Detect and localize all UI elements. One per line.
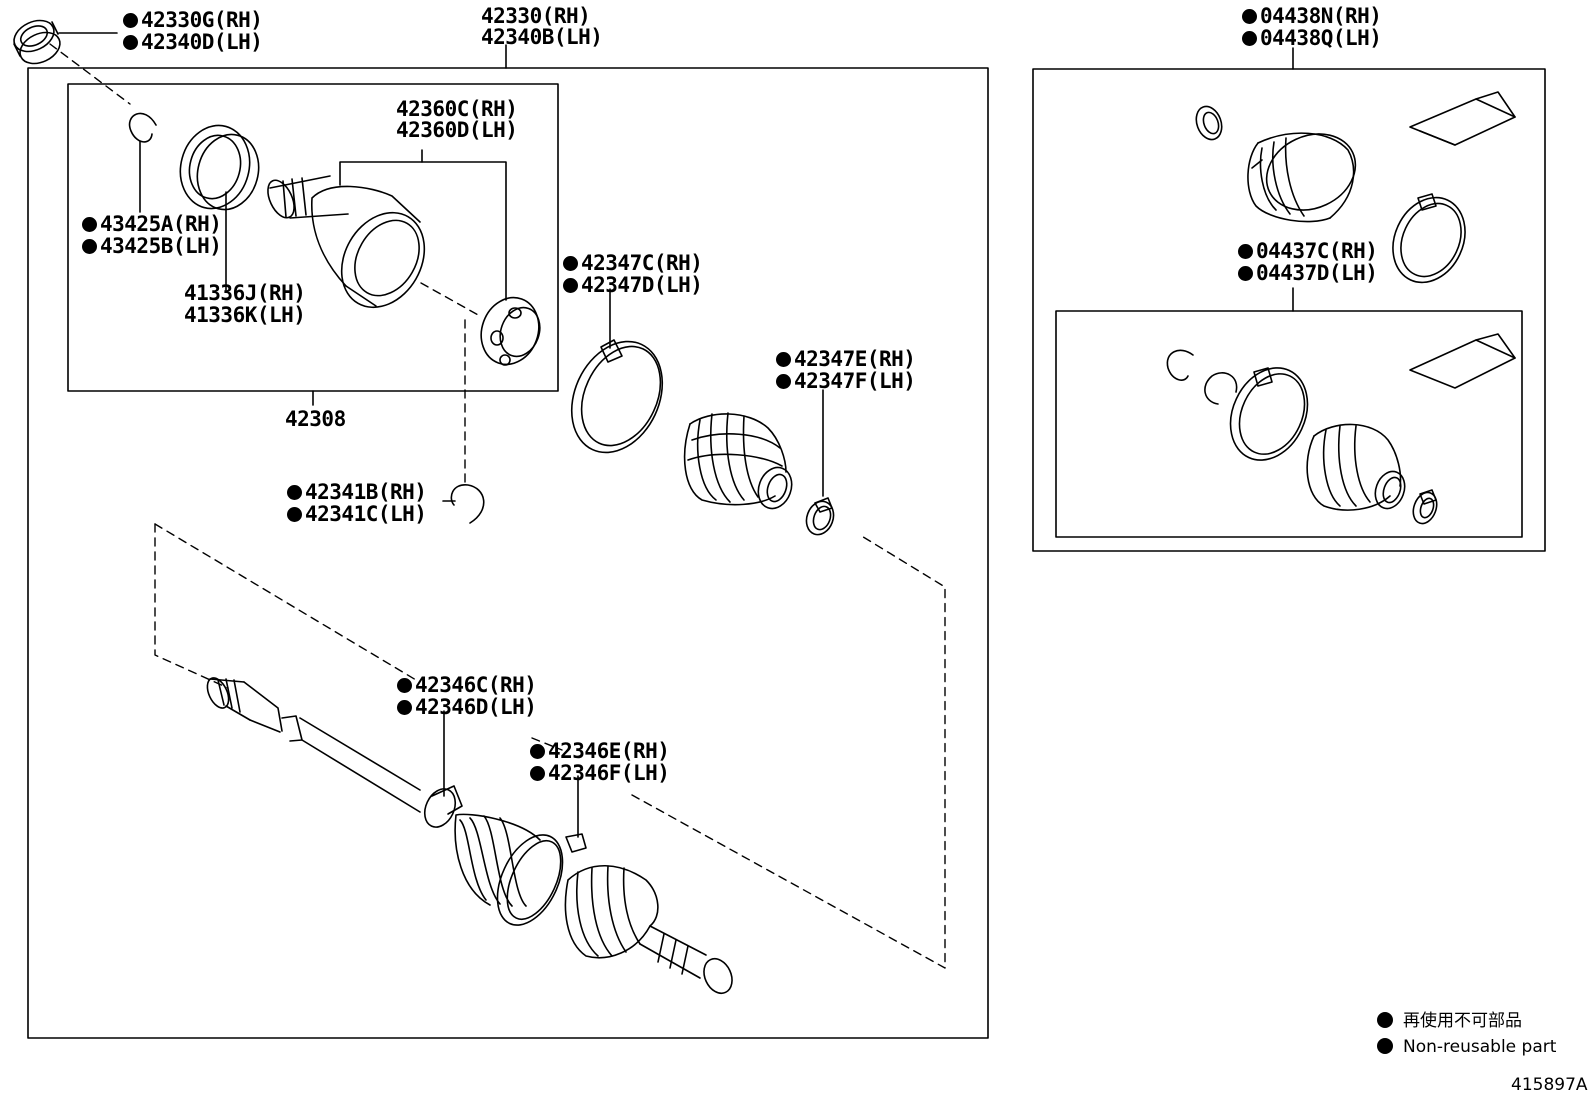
non-reusable-dot-icon [123,13,138,28]
part-label: 42340D(LH) [123,32,263,53]
part-label: 43425B(LH) [82,236,222,257]
part-label: 42360C(RH) [396,97,518,121]
part-label: 04438Q(LH) [1242,28,1382,49]
part-label: 41336J(RH) [184,281,306,305]
inner-kit-snap-ring-icon [1167,350,1193,380]
non-reusable-dot-icon [563,278,578,293]
part-label: 42330(RH) [481,4,591,28]
part-label: 42308 [285,407,346,431]
inner-kit-clamp-icon [1216,355,1322,472]
part-label: 42346D(LH) [397,697,537,718]
inner-kit-circlip-icon [1205,373,1237,404]
part-label: 42346C(RH) [397,675,537,696]
part-label: 42340B(LH) [481,25,603,49]
non-reusable-dot-icon [1238,244,1253,259]
non-reusable-dot-icon [530,744,545,759]
part-label: 42347D(LH) [563,275,703,296]
tripod-joint-icon [472,289,548,372]
main-assembly-frame [28,68,988,1038]
non-reusable-dot-icon [1242,9,1257,24]
legend-japanese: 再使用不可部品 [1377,1012,1522,1030]
drive-shaft-assembly-icon [203,675,737,998]
non-reusable-dot-icon [123,35,138,50]
non-reusable-dot-icon [397,678,412,693]
part-label: 42330G(RH) [123,10,263,31]
non-reusable-dot-icon [397,700,412,715]
kit-small-clamp-icon [1192,103,1226,143]
grease-packet-icon [1410,92,1515,145]
inner-kit-boot-icon [1307,424,1410,512]
non-reusable-dot-icon [1377,1012,1393,1028]
oil-seal-icon [171,118,267,217]
inner-kit-small-clamp-icon [1409,489,1441,527]
part-label: 04437D(LH) [1238,263,1378,284]
non-reusable-dot-icon [82,217,97,232]
outboard-boot-icon [685,413,798,513]
part-label: 42341B(RH) [287,482,427,503]
dust-cover-icon [9,14,65,69]
non-reusable-dot-icon [82,239,97,254]
non-reusable-dot-icon [563,256,578,271]
shaft-snap-ring-icon [451,485,483,523]
part-label: 04438N(RH) [1242,6,1382,27]
boot-kit-frame [1033,69,1545,551]
non-reusable-dot-icon [776,352,791,367]
inboard-joint-icon [263,176,441,322]
part-label: 41336K(LH) [184,303,306,327]
part-label: 43425A(RH) [82,214,222,235]
part-label: 42346F(LH) [530,763,670,784]
boot-clamp-icon [554,327,679,468]
non-reusable-dot-icon [530,766,545,781]
non-reusable-dot-icon [1238,266,1253,281]
non-reusable-dot-icon [1242,31,1257,46]
non-reusable-dot-icon [1377,1038,1393,1054]
legend-english: Non-reusable part [1377,1038,1556,1056]
part-label: 42346E(RH) [530,741,670,762]
inner-boot-kit-frame [1056,311,1522,537]
part-label: 42360D(LH) [396,118,518,142]
part-label: 42347F(LH) [776,371,916,392]
kit-large-clamp-icon [1380,186,1479,294]
small-clamp-icon [802,498,838,539]
snap-ring-icon [130,113,156,141]
non-reusable-dot-icon [287,507,302,522]
non-reusable-dot-icon [287,485,302,500]
part-label: 42347C(RH) [563,253,703,274]
part-label: 42341C(LH) [287,504,427,525]
grease-packet-icon [1410,334,1515,388]
diagram-reference-number: 415897A [1511,1075,1588,1095]
part-label: 42347E(RH) [776,349,916,370]
part-label: 04437C(RH) [1238,241,1378,262]
kit-boot-icon [1248,120,1368,224]
non-reusable-dot-icon [776,374,791,389]
